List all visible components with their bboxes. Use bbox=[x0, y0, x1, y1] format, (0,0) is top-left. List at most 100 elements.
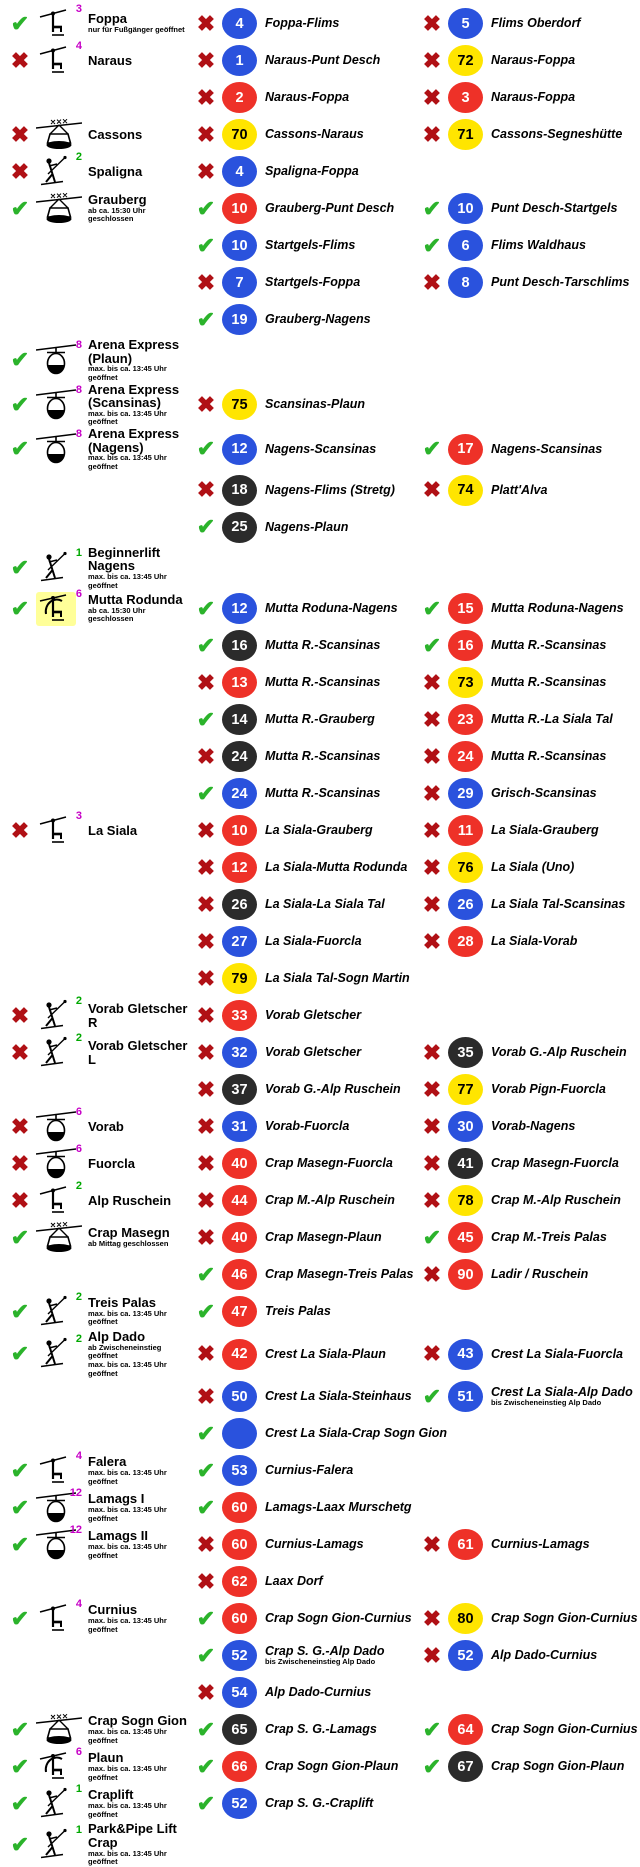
slope-label: Punt Desch-Startgels bbox=[491, 200, 618, 215]
lift-note: ab Zwischeneinstieg geöffnet bbox=[88, 1342, 162, 1361]
lift-note: ab Mittag geschlossen bbox=[88, 1239, 169, 1249]
slope-label: Flims Oberdorf bbox=[491, 15, 581, 30]
slope-text: Mutta R.-Scansinas bbox=[265, 638, 380, 652]
slope-text: Mutta R.-Scansinas bbox=[491, 675, 606, 689]
slope-closed-x-icon: ✖ bbox=[196, 743, 216, 769]
lift-text: Cassons bbox=[88, 128, 142, 142]
lift-closed-x-icon: ✖ bbox=[10, 1113, 30, 1139]
slope-text: La Siala (Uno) bbox=[491, 860, 575, 875]
slope-open-check-icon: ✔ bbox=[422, 1716, 442, 1742]
slope-label: Crest La Siala-Fuorcla bbox=[491, 1346, 623, 1361]
slope-note: bis Zwischeneinstieg Alp Dado bbox=[491, 1398, 602, 1408]
slope-closed-x-icon: ✖ bbox=[422, 891, 442, 917]
slope-label: Vorab-Nagens bbox=[491, 1119, 576, 1134]
chairlift-glyph bbox=[36, 814, 76, 848]
slope-number-badge: 61 bbox=[448, 1529, 483, 1561]
slope-text: Crest La Siala-Plaun bbox=[265, 1347, 386, 1361]
chairlift-glyph bbox=[36, 1184, 76, 1218]
slope-number-badge: 10 bbox=[222, 815, 257, 847]
slope-text: Crap Sogn Gion-Plaun bbox=[491, 1760, 624, 1773]
lift-open-check-icon: ✔ bbox=[10, 554, 30, 580]
lift-closed-x-icon: ✖ bbox=[10, 121, 30, 147]
slope-label: Vorab Gletscher bbox=[265, 1008, 362, 1023]
slope-label: La Siala-Vorab bbox=[491, 934, 578, 949]
slope-label: La Siala (Uno) bbox=[491, 860, 575, 875]
slope-closed-x-icon: ✖ bbox=[422, 1187, 442, 1213]
slope-number-badge: 60 bbox=[222, 1492, 257, 1524]
gondola-glyph bbox=[36, 1110, 76, 1144]
slope-text: Crap Sogn Gion-Curnius bbox=[265, 1612, 412, 1625]
slope-closed-x-icon: ✖ bbox=[196, 10, 216, 36]
lift-closed-x-icon: ✖ bbox=[10, 47, 30, 73]
slope-label: La Siala-Grauberg bbox=[265, 823, 373, 838]
slope-label: La Siala Tal-Scansinas bbox=[491, 897, 626, 912]
slope-label: Nagens-Plaun bbox=[265, 519, 349, 534]
lift-name: Plaun bbox=[88, 1750, 124, 1766]
slope-number-badge bbox=[222, 1418, 257, 1450]
slope-open-check-icon: ✔ bbox=[196, 1298, 216, 1324]
slope-text: Alp Dado-Curnius bbox=[491, 1649, 597, 1662]
slope-closed-x-icon: ✖ bbox=[196, 1383, 216, 1409]
slope-number-badge: 24 bbox=[222, 741, 257, 773]
lift-note: max. bis ca. 13:45 Uhr geöffnet bbox=[88, 1726, 167, 1745]
lift-capacity: 1 bbox=[75, 1823, 82, 1836]
slope-text: Nagens-Scansinas bbox=[265, 442, 376, 456]
slope-open-check-icon: ✔ bbox=[196, 1261, 216, 1287]
gondola-glyph bbox=[36, 1491, 76, 1525]
lift-name: Lamags II bbox=[88, 1528, 148, 1544]
slope-number-badge: 16 bbox=[448, 630, 483, 662]
slope-text: Crap S. G.-Lamags bbox=[265, 1723, 377, 1736]
lift-capacity: 3 bbox=[75, 2, 82, 15]
slope-number-badge: 25 bbox=[222, 511, 257, 543]
lift-capacity: 6 bbox=[75, 587, 82, 600]
slope-label: Curnius-Lamags bbox=[265, 1537, 364, 1552]
skilift-glyph bbox=[36, 999, 72, 1033]
lift-text: Vorab Gletscher L bbox=[88, 1039, 192, 1066]
slope-text: Crap M.-Treis Palas bbox=[491, 1230, 607, 1244]
slope-text: Crap Sogn Gion-Plaun bbox=[265, 1760, 398, 1773]
slope-label: Crap Masegn-Treis Palas bbox=[265, 1267, 414, 1282]
lift-note: ab ca. 15:30 Uhr geschlossen bbox=[88, 605, 146, 624]
slope-text: La Siala-Grauberg bbox=[491, 823, 599, 837]
chairlift-icon: 3 bbox=[34, 2, 84, 41]
lift-note: max. bis ca. 13:45 Uhr geöffnet bbox=[88, 364, 167, 382]
slope-closed-x-icon: ✖ bbox=[422, 669, 442, 695]
slope-closed-x-icon: ✖ bbox=[196, 1039, 216, 1065]
slope-number-badge: 73 bbox=[448, 667, 483, 699]
lift-name: Grauberg bbox=[88, 192, 147, 208]
lift-name: Arena Express (Nagens) bbox=[88, 426, 180, 455]
slope-label: Crap S. G.-Craplift bbox=[265, 1796, 374, 1811]
lift-text: Spaligna bbox=[88, 165, 142, 179]
lift-open-check-icon: ✔ bbox=[10, 595, 30, 621]
gondola-icon: 8 bbox=[34, 384, 84, 422]
lift-capacity: 4 bbox=[75, 39, 82, 52]
slope-text: Crap Sogn Gion-Curnius bbox=[491, 1612, 638, 1625]
slope-closed-x-icon: ✖ bbox=[196, 1531, 216, 1557]
